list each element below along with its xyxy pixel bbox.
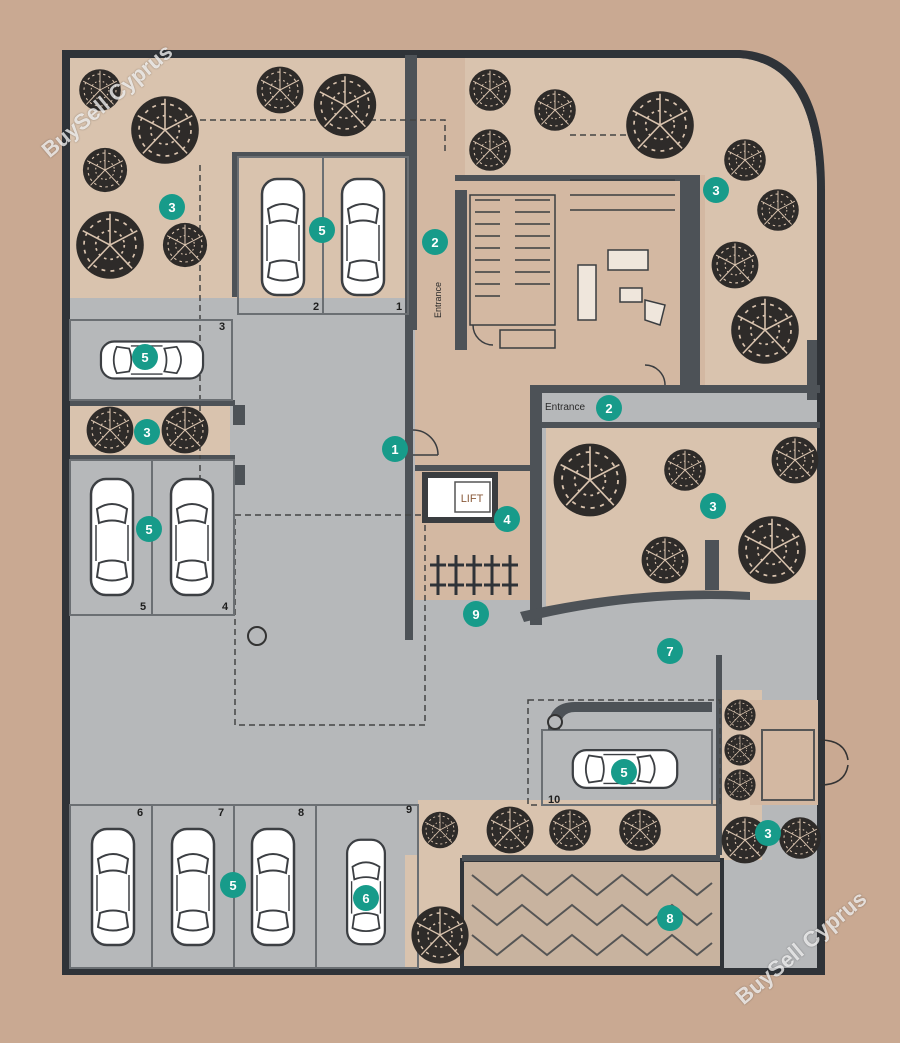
curved-wall — [520, 590, 750, 622]
marker-6: 6 — [353, 885, 379, 911]
car-7 — [170, 827, 216, 947]
marker-4: 4 — [494, 506, 520, 532]
entrance-label-horizontal: Entrance — [545, 402, 585, 413]
space-number: 4 — [222, 601, 229, 613]
car-8 — [250, 827, 296, 947]
marker-2: 2 — [422, 229, 448, 255]
svg-text:9: 9 — [472, 607, 479, 622]
marker-5: 5 — [309, 217, 335, 243]
space-number: 10 — [548, 794, 560, 806]
svg-text:5: 5 — [145, 522, 152, 537]
space-number: 2 — [313, 301, 319, 313]
marker-3: 3 — [134, 419, 160, 445]
svg-text:3: 3 — [764, 826, 771, 841]
space-number: 7 — [218, 807, 224, 819]
hall — [415, 385, 540, 465]
space-number: 9 — [406, 804, 412, 816]
svg-text:3: 3 — [143, 425, 150, 440]
svg-text:4: 4 — [503, 512, 511, 527]
marker-5: 5 — [220, 872, 246, 898]
garden-top-right — [464, 58, 817, 385]
svg-text:1: 1 — [391, 442, 398, 457]
lift-label: LIFT — [461, 493, 484, 505]
marker-2: 2 — [596, 395, 622, 421]
car-2 — [340, 177, 386, 297]
marker-7: 7 — [657, 638, 683, 664]
lift-car — [454, 481, 491, 513]
svg-text:3: 3 — [712, 183, 719, 198]
side-door-frame — [761, 729, 815, 801]
svg-text:5: 5 — [229, 878, 236, 893]
marker-5: 5 — [611, 759, 637, 785]
svg-text:7: 7 — [666, 644, 673, 659]
marker-3: 3 — [755, 820, 781, 846]
svg-text:5: 5 — [620, 765, 627, 780]
walls — [70, 55, 820, 861]
ramp-curb — [548, 702, 712, 730]
svg-text:5: 5 — [141, 350, 148, 365]
space-number: 1 — [396, 301, 402, 313]
svg-text:6: 6 — [362, 891, 369, 906]
marker-3: 3 — [159, 194, 185, 220]
lobby-furniture — [577, 249, 666, 326]
marker-9: 9 — [463, 601, 489, 627]
svg-text:3: 3 — [168, 200, 175, 215]
svg-text:5: 5 — [318, 223, 325, 238]
car-4 — [89, 477, 135, 597]
marker-3: 3 — [703, 177, 729, 203]
space-number: 5 — [140, 601, 146, 613]
entrance-label-vertical: Entrance — [433, 282, 443, 318]
side-door-area — [750, 700, 818, 805]
space-number: 8 — [298, 807, 304, 819]
svg-text:2: 2 — [605, 401, 612, 416]
space-numbers: 1 2 3 4 5 6 7 8 9 10 — [137, 301, 560, 819]
car-6 — [90, 827, 136, 947]
markers: 1 2 2 3 3 3 3 3 4 5 5 5 5 5 6 7 8 9 — [132, 177, 781, 931]
marker-5: 5 — [132, 344, 158, 370]
space-number: 3 — [219, 321, 225, 333]
bike-racks — [430, 555, 518, 595]
marker-5: 5 — [136, 516, 162, 542]
space-number: 6 — [137, 807, 143, 819]
doors — [412, 324, 666, 456]
staircase — [469, 179, 675, 349]
car-1 — [260, 177, 306, 297]
svg-text:2: 2 — [431, 235, 438, 250]
entrance-walkway — [540, 390, 817, 425]
marker-8: 8 — [657, 905, 683, 931]
car-5 — [169, 477, 215, 597]
svg-text:8: 8 — [666, 911, 673, 926]
drain — [247, 626, 267, 646]
marker-3: 3 — [700, 493, 726, 519]
svg-text:3: 3 — [709, 499, 716, 514]
marker-1: 1 — [382, 436, 408, 462]
